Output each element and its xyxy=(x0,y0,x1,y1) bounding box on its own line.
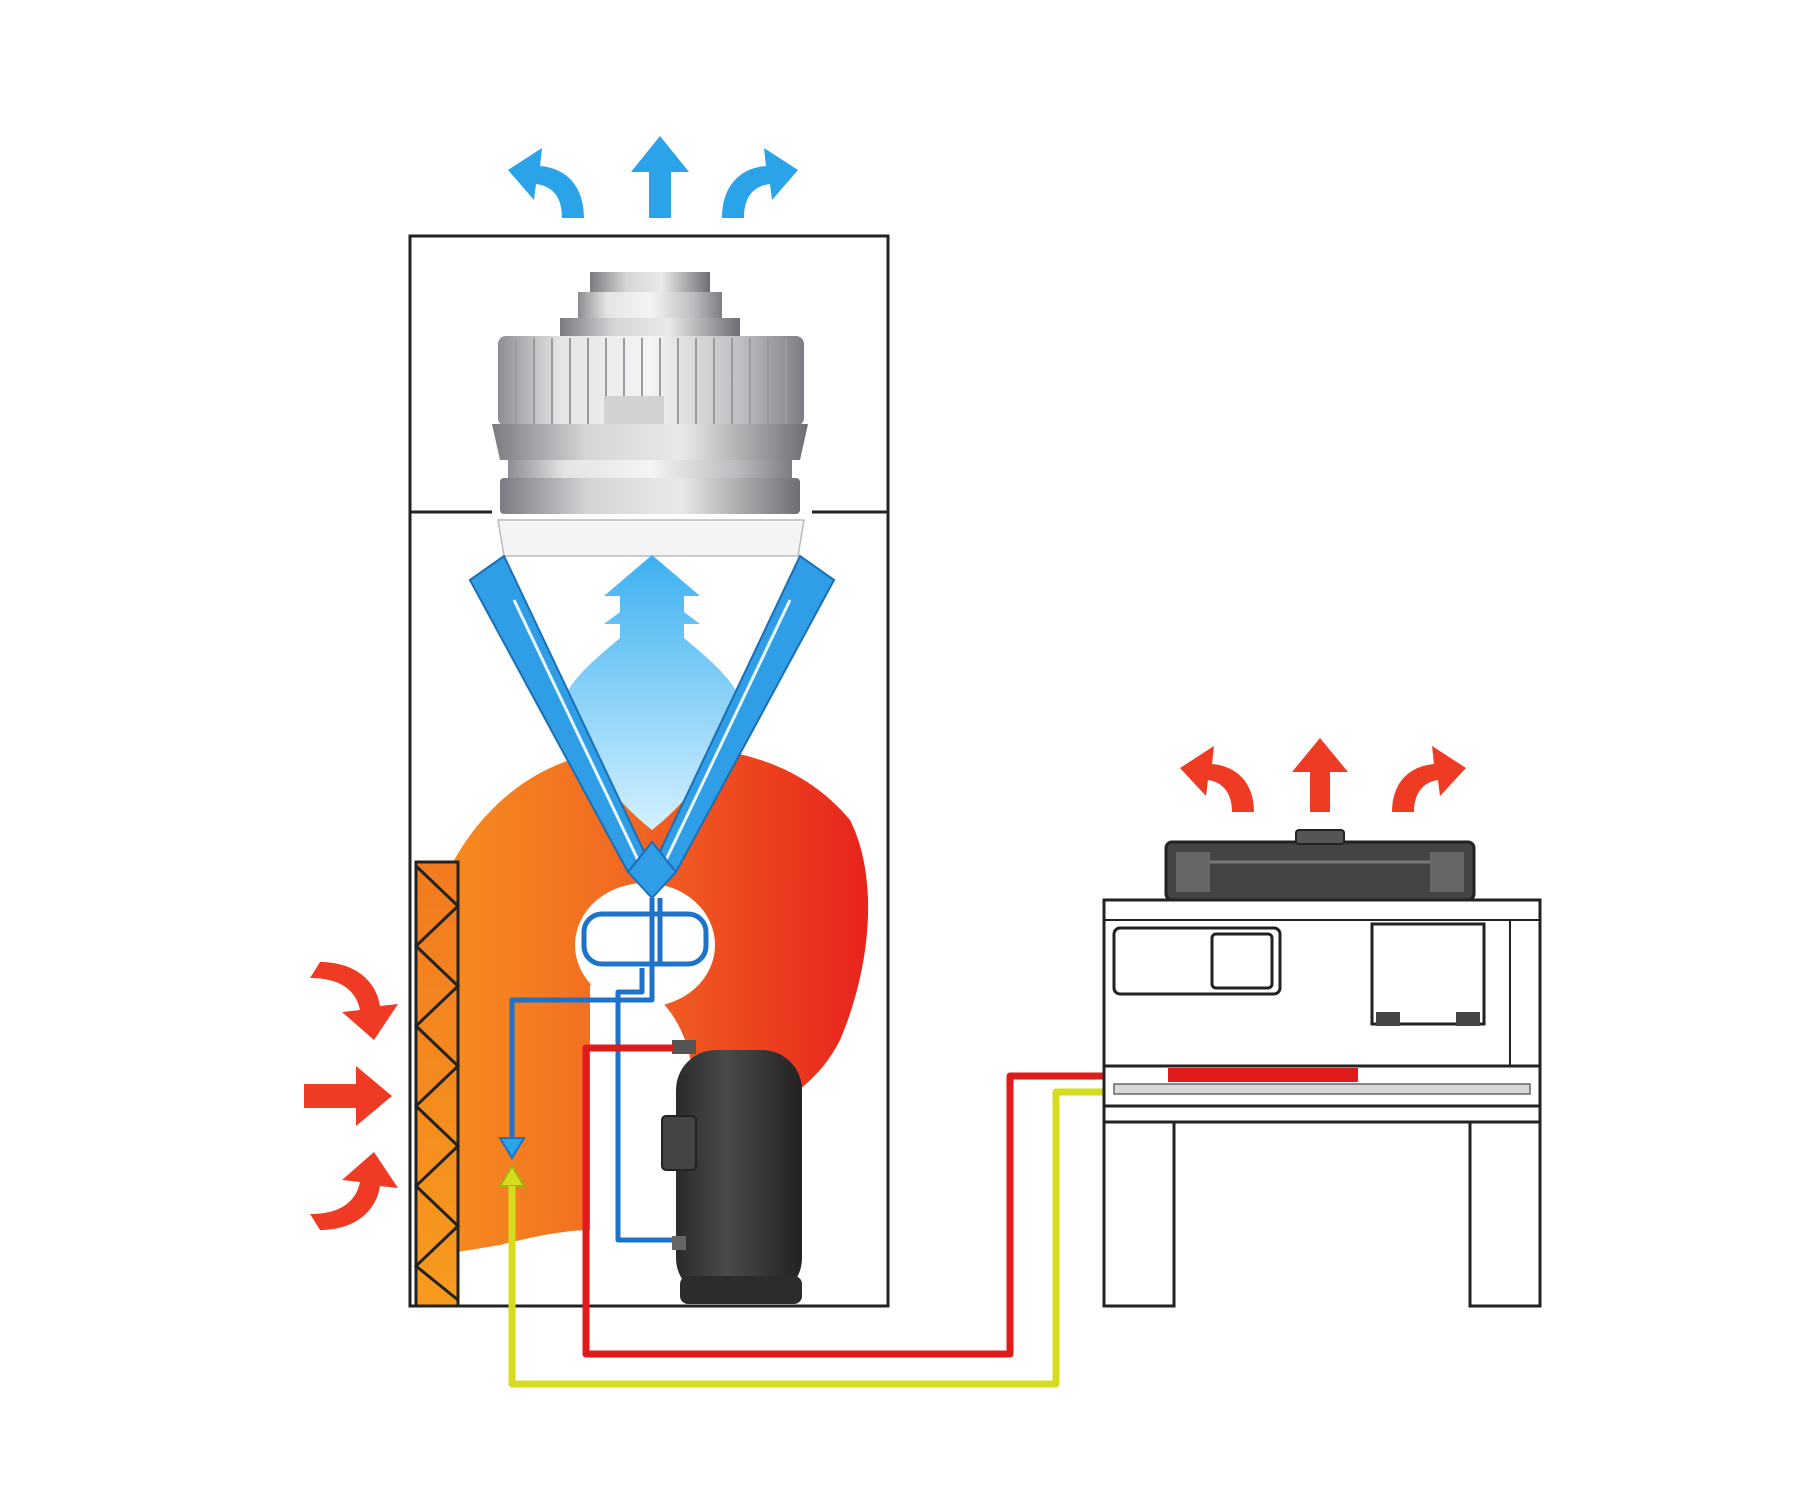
curved-arrow-left-icon xyxy=(508,148,584,218)
condenser-cabinet xyxy=(1102,898,1542,1084)
centrifugal-fan xyxy=(492,272,808,514)
refrigerant-tubes xyxy=(509,898,709,1243)
curved-arrow-right-icon xyxy=(310,1152,398,1230)
suction-line xyxy=(508,1088,1114,1388)
expansion-valve-down xyxy=(498,1137,526,1160)
curved-arrow-right-icon xyxy=(1392,746,1466,812)
indoor-unit xyxy=(408,234,890,1308)
fan-inlet-cone xyxy=(497,519,805,557)
indoor-cabinet xyxy=(408,234,890,1308)
arrow-right-icon xyxy=(304,1066,392,1126)
condenser-fan-housing xyxy=(1164,840,1476,902)
scroll-compressor xyxy=(661,1040,802,1304)
curved-arrow-right-icon xyxy=(310,962,398,1040)
air-cooled-condenser xyxy=(1102,829,1542,1308)
curved-arrow-left-icon xyxy=(1180,746,1254,812)
supply-air-arrows xyxy=(508,136,798,218)
air-filter xyxy=(413,860,461,1308)
condenser-leg-right xyxy=(1468,1120,1542,1308)
cooled-air-plume xyxy=(564,555,740,830)
condenser-leg-left xyxy=(1102,1120,1176,1308)
field-piping xyxy=(508,1044,1154,1388)
arrow-up-icon xyxy=(631,136,689,218)
arrow-up-icon xyxy=(1292,738,1348,812)
return-air-arrows xyxy=(304,962,398,1230)
liquid-line xyxy=(582,1044,1154,1358)
condenser-exhaust-arrows xyxy=(1180,738,1466,812)
v-coil-evaporator xyxy=(468,554,836,900)
swirl-center xyxy=(575,883,715,1007)
curved-arrow-right-icon xyxy=(722,148,798,218)
return-air-swirl xyxy=(420,746,869,1258)
